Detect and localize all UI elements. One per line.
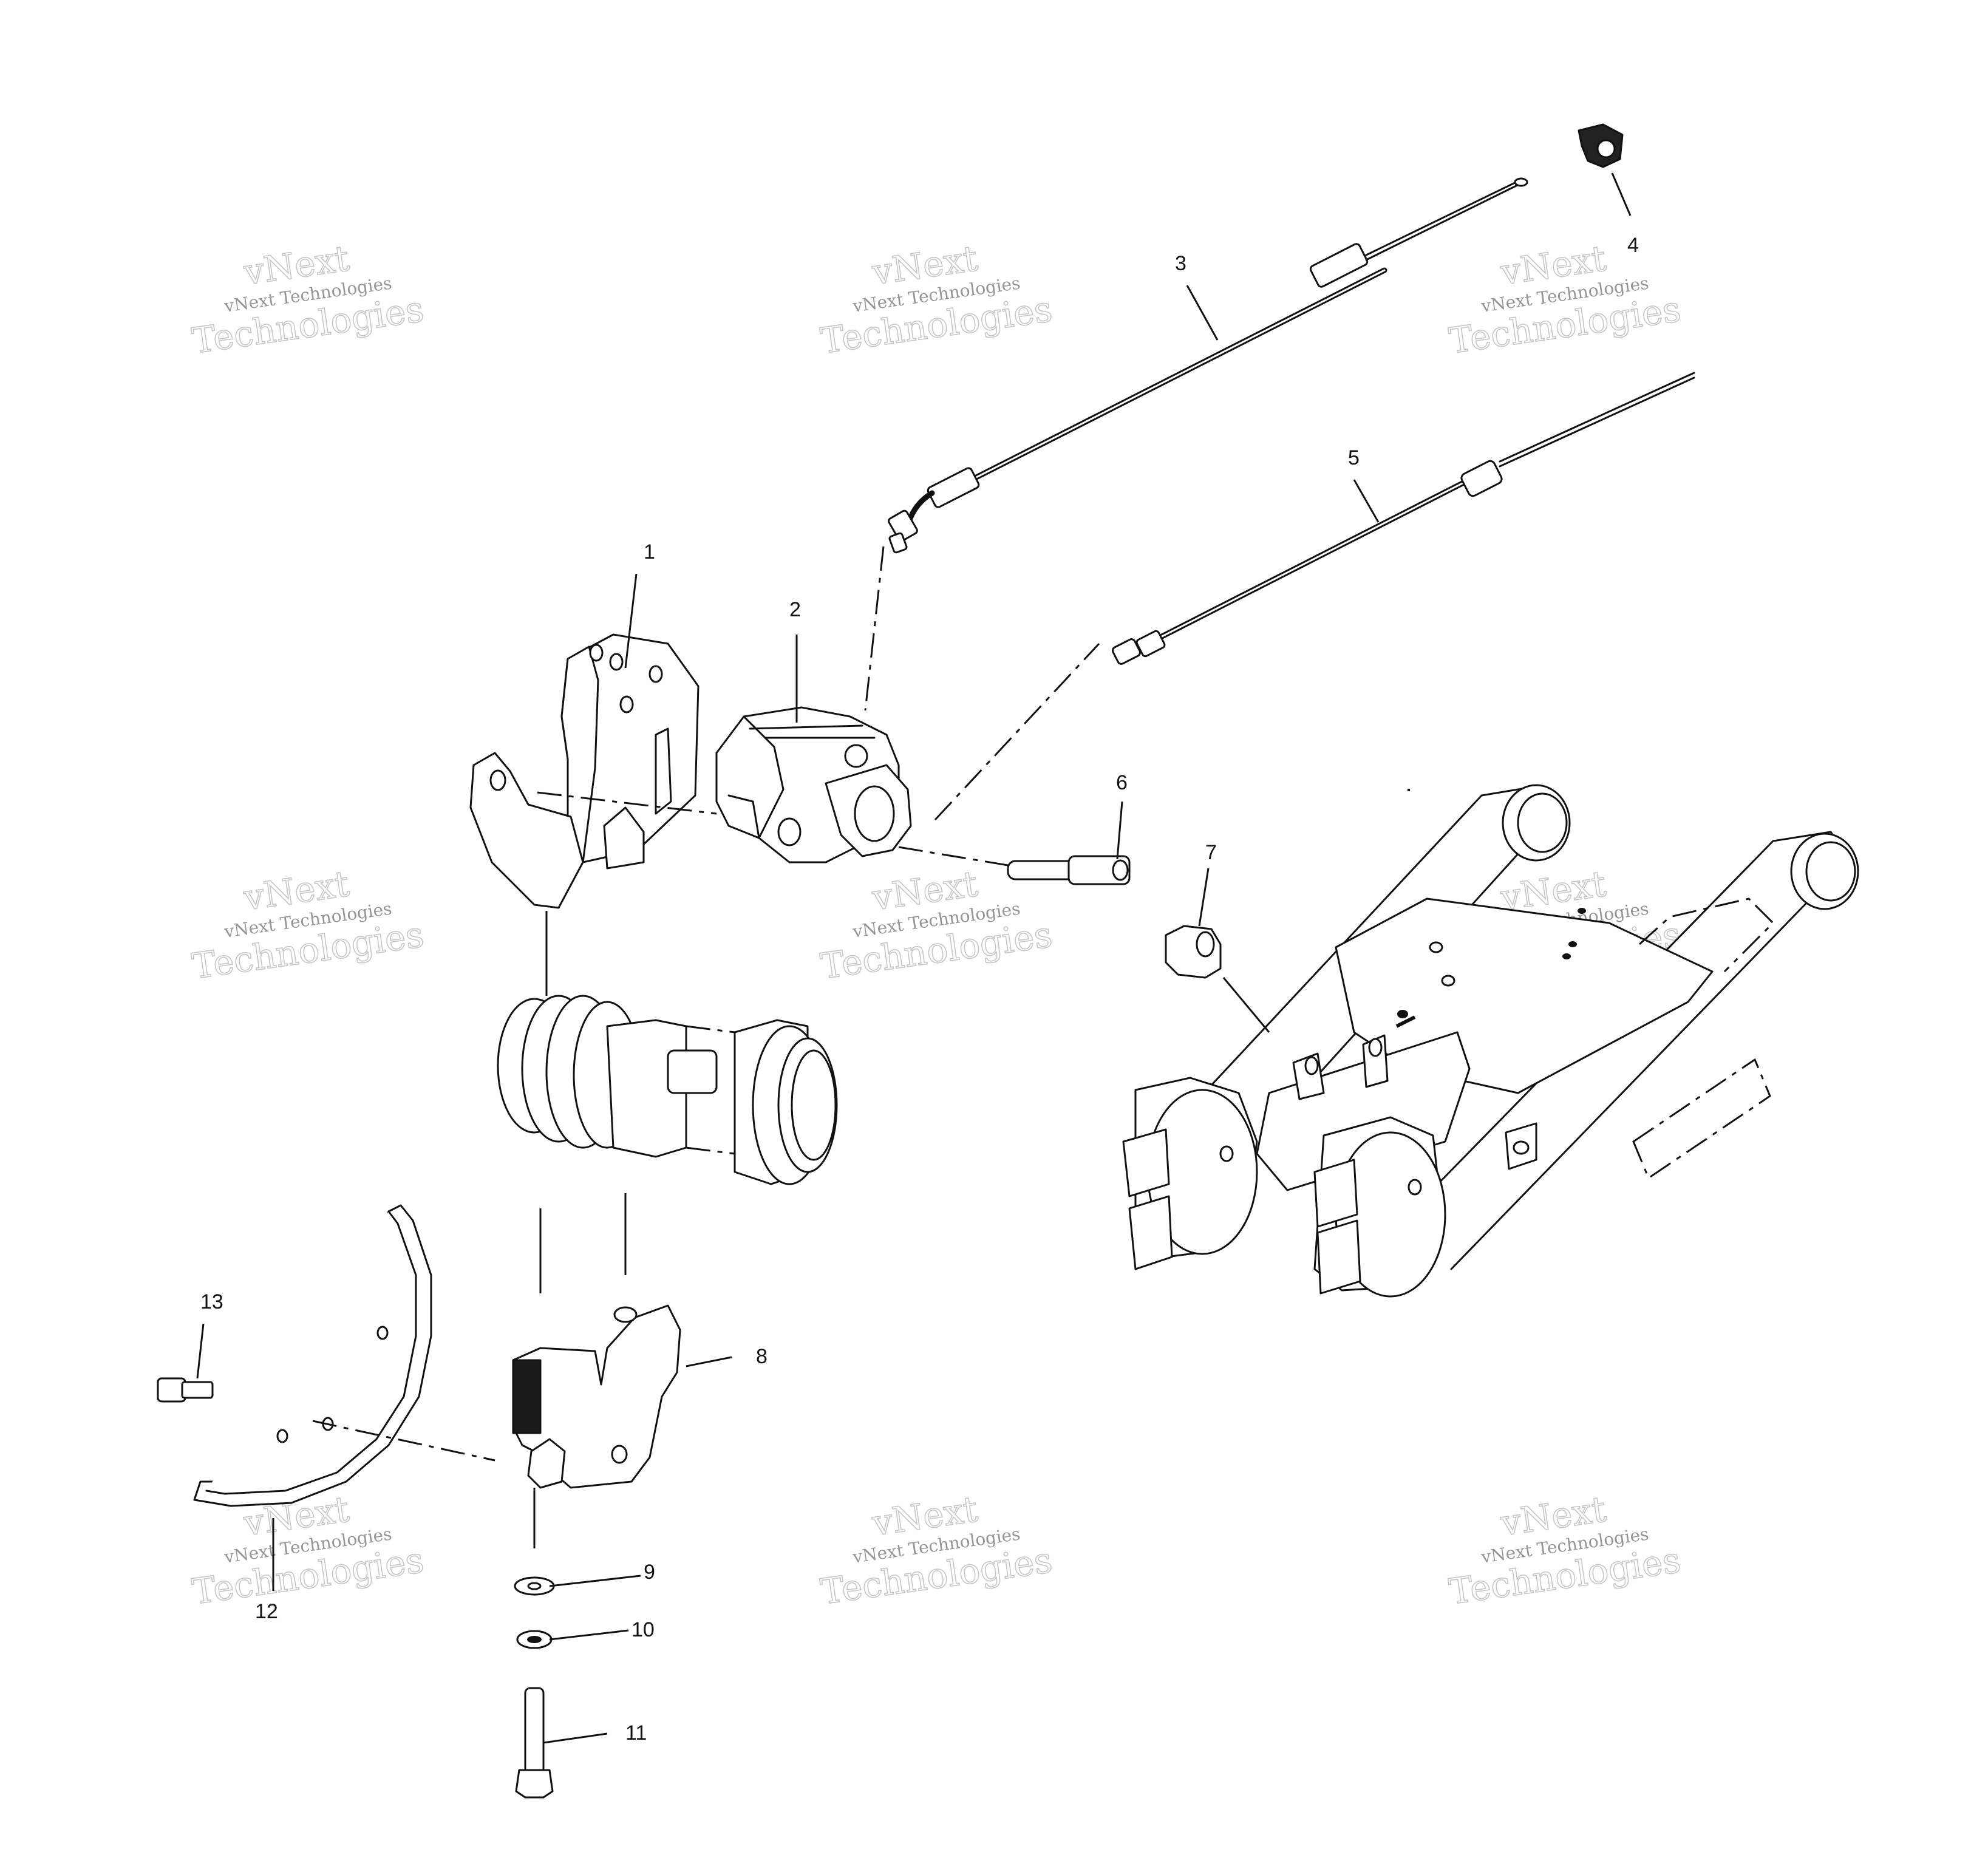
callout-2: 2 <box>789 598 801 621</box>
leader-lines <box>196 172 1632 1744</box>
callout-3: 3 <box>1175 252 1186 275</box>
brake-caliper <box>715 706 912 863</box>
assembly-lines <box>312 546 1270 1548</box>
watermark-grid: vNext vNext Technologies Technologies vN… <box>189 237 1684 1613</box>
cable-clip <box>1578 123 1624 168</box>
callout-13: 13 <box>200 1290 223 1313</box>
watermark: vNext vNext Technologies Technologies <box>189 237 427 362</box>
guard-bolt <box>157 1377 214 1403</box>
callout-8: 8 <box>756 1345 768 1368</box>
caliper-bracket <box>469 633 700 909</box>
callout-10: 10 <box>631 1618 655 1641</box>
callout-numbers: 1 2 3 4 5 6 7 8 9 10 11 12 13 <box>200 234 1639 1745</box>
brake-cable-upper <box>888 177 1528 554</box>
callout-12: 12 <box>255 1600 278 1623</box>
watermark: vNext vNext Technologies Technologies <box>818 1488 1055 1613</box>
jackshaft-assembly <box>497 995 838 1185</box>
callout-4: 4 <box>1627 234 1639 257</box>
washer-10 <box>516 1630 553 1649</box>
watermark: vNext vNext Technologies Technologies <box>1446 237 1684 362</box>
watermark: vNext vNext Technologies Technologies <box>1446 1488 1684 1613</box>
trailing-arm-assembly <box>1122 784 1859 1298</box>
brake-guard <box>193 1204 432 1507</box>
callout-9: 9 <box>644 1561 655 1584</box>
callout-5: 5 <box>1348 446 1360 469</box>
brake-cable-lower <box>1111 372 1695 665</box>
washer-9 <box>514 1576 555 1596</box>
watermark: vNext vNext Technologies Technologies <box>818 237 1055 362</box>
long-bolt <box>515 1687 554 1799</box>
lower-bracket <box>512 1304 681 1489</box>
callout-7: 7 <box>1205 841 1217 864</box>
watermark: vNext vNext Technologies Technologies <box>189 862 427 987</box>
callout-1: 1 <box>644 540 655 564</box>
caliper-pin <box>1007 855 1131 885</box>
hex-nut <box>1165 925 1222 979</box>
callout-6: 6 <box>1116 771 1128 794</box>
callout-11: 11 <box>625 1721 647 1745</box>
